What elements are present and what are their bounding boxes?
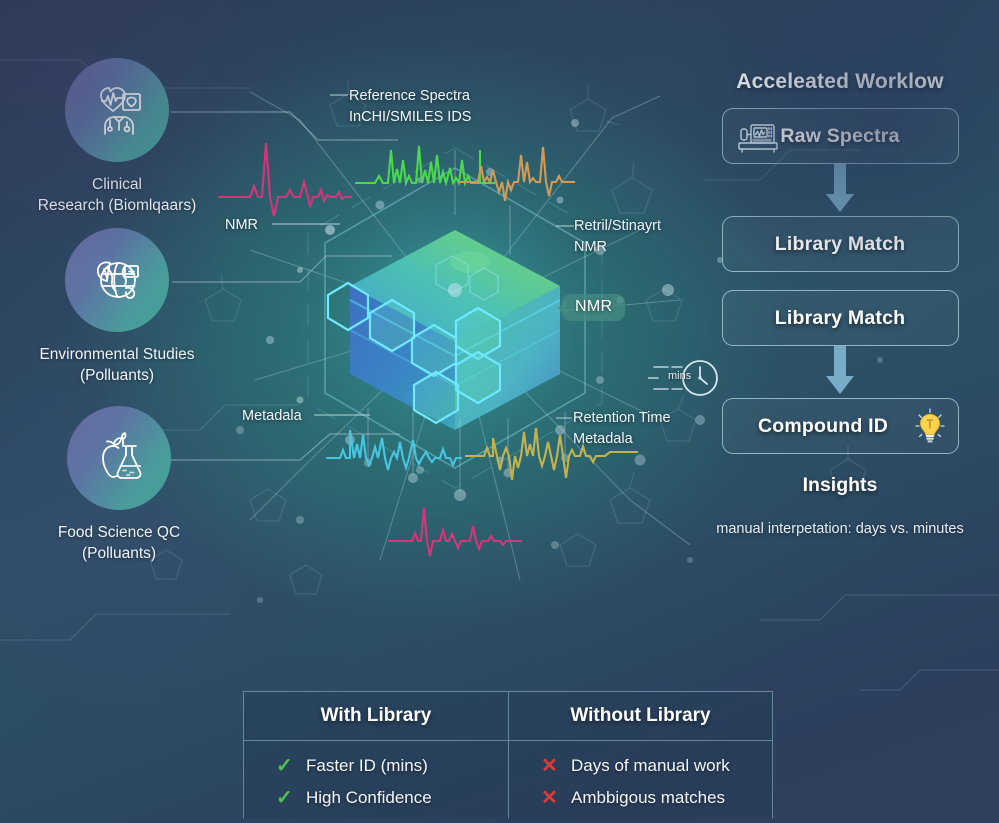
molecule-outlines	[149, 80, 867, 595]
source-label-clinical: Clinical Research (Biomlqaars)	[0, 174, 242, 217]
comparison-column-with-library: ✓ Faster ID (mins) ✓ High Confidence	[244, 741, 508, 818]
comparison-header-row: With Library Without Library	[244, 692, 772, 741]
source-label-line2: Research (Biomlqaars)	[37, 197, 197, 215]
source-node-environmental[interactable]: Environmental Studies (Polluants)	[0, 228, 242, 387]
comparison-item-text: High Confidence	[306, 788, 432, 807]
workflow-footer: Insights	[802, 474, 878, 496]
source-label-line1: Environmental Studies	[39, 346, 195, 363]
source-label-line1: Clinical	[92, 176, 142, 193]
comparison-item: ✕ Ambbigous matches	[509, 782, 772, 814]
workflow-title: Acceleated Worklow	[736, 70, 944, 93]
workflow-step-label: Library Match	[774, 306, 906, 329]
doctor-heart-icon	[100, 87, 141, 135]
cross-icon: ✕	[541, 787, 558, 809]
nmr-trace-pink-bottom	[388, 507, 522, 557]
mins-label: mins	[668, 370, 692, 382]
comparison-header-with: With Library	[244, 692, 508, 740]
annotation-retention-nmr: Retril/Stinayrt NMR	[574, 218, 662, 255]
annotation-reference-spectra: Reference Spectra InCHI/SMILES IDS	[349, 88, 472, 125]
comparison-item: ✕ Days of manual work	[509, 750, 772, 782]
nmr-trace-cyan	[326, 429, 462, 472]
workflow-step-compound-id[interactable]: Compound ID	[721, 398, 959, 454]
comparison-table: With Library Without Library ✓ Faster ID…	[243, 691, 773, 818]
label-leaders	[272, 94, 574, 419]
comparison-header-label: With Library	[320, 705, 432, 726]
source-node-food[interactable]: Food Science QC (Polluants)	[0, 406, 244, 565]
nmr-pill-badge[interactable]: NMR	[562, 294, 626, 321]
comparison-item-text: Days of manual work	[571, 756, 730, 775]
source-label-line2: (Polluants)	[79, 367, 155, 385]
comparison-header-without: Without Library	[508, 692, 772, 740]
workflow-step-label: Compound ID	[757, 414, 888, 437]
comparison-header-label: Without Library	[570, 705, 711, 726]
source-circle-environmental	[65, 228, 169, 332]
workflow-step-raw-spectra[interactable]: Raw Spectra	[721, 108, 959, 164]
source-connectors	[170, 111, 400, 461]
source-circle-food	[67, 406, 171, 510]
comparison-item-text: Ambbigous matches	[571, 788, 726, 807]
annotation-nmr-left: NMR	[225, 217, 259, 233]
check-icon: ✓	[276, 755, 293, 777]
comparison-item-text: Faster ID (mins)	[306, 756, 428, 775]
nmr-trace-pink-top	[218, 142, 352, 217]
comparison-item: ✓ Faster ID (mins)	[244, 750, 508, 782]
workflow-note: manual interpetation: days vs. minutes	[716, 521, 964, 537]
source-label-food: Food Science QC (Polluants)	[0, 522, 244, 565]
cross-icon: ✕	[541, 755, 558, 777]
globe-leaf-icon	[96, 261, 139, 299]
annotation-retention-time: Retention Time Metadala	[573, 410, 671, 447]
workflow-arrow-2	[826, 346, 854, 394]
comparison-column-without-library: ✕ Days of manual work ✕ Ambbigous matche…	[508, 741, 772, 818]
comparison-item: ✓ High Confidence	[244, 782, 508, 814]
apple-flask-icon	[102, 432, 142, 479]
annotation-metadata-left: Metadala	[242, 408, 302, 424]
workflow-step-library-match-2[interactable]: Library Match	[721, 290, 959, 346]
source-node-clinical[interactable]: Clinical Research (Biomlqaars)	[0, 58, 242, 217]
workflow-step-label: Raw Spectra	[780, 124, 900, 147]
source-label-line2: (Polluants)	[81, 545, 157, 563]
clock-icon	[648, 360, 718, 396]
comparison-body-row: ✓ Faster ID (mins) ✓ High Confidence ✕ D…	[244, 741, 772, 818]
workflow-arrow-1	[826, 164, 854, 212]
data-cube-icon	[326, 230, 561, 430]
check-icon: ✓	[276, 787, 293, 809]
lightbulb-icon	[914, 408, 946, 444]
spectra-traces	[218, 142, 638, 557]
source-label-environmental: Environmental Studies (Polluants)	[0, 344, 242, 387]
source-label-line1: Food Science QC	[57, 524, 181, 541]
workflow-step-label: Library Match	[774, 232, 906, 255]
spectrometer-icon	[733, 117, 783, 155]
accelerated-workflow-panel: Acceleated Worklow Raw Spectra	[648, 70, 990, 537]
source-circle-clinical	[65, 58, 169, 162]
nmr-trace-olive	[465, 427, 638, 481]
workflow-step-library-match-1[interactable]: Library Match	[721, 216, 959, 272]
nmr-trace-orange	[460, 146, 575, 202]
